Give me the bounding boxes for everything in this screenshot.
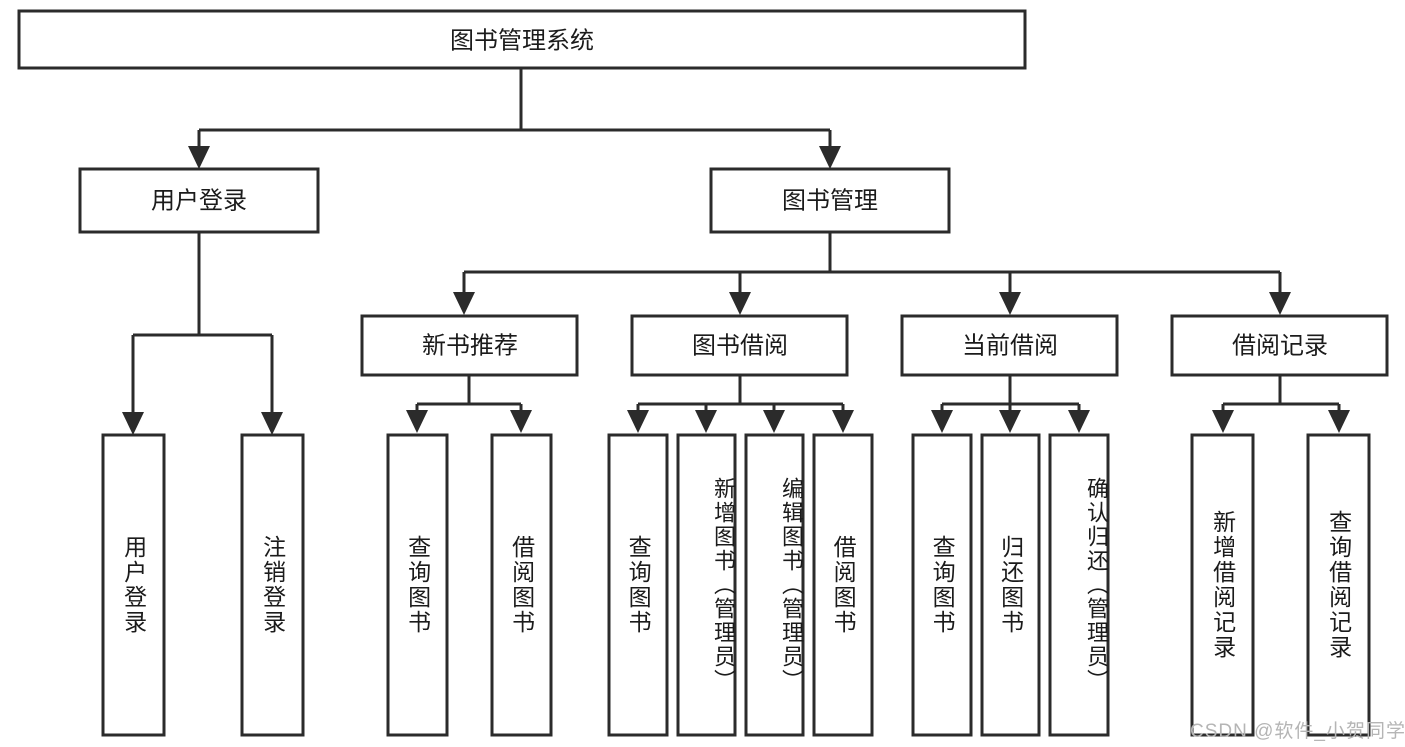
node-leaf-return-book[interactable] — [980, 433, 1041, 737]
node-layer: 图书管理系统 用户登录 图书管理 新书推荐 图书借阅 当前借阅 借阅记录 — [17, 9, 1389, 737]
node-leaf-logout[interactable] — [240, 433, 305, 737]
node-leaf-query-record[interactable] — [1306, 433, 1371, 737]
arrowhead-leaf-add-book — [695, 410, 717, 433]
arrowhead-leaf-add-record — [1212, 410, 1234, 433]
node-book-manage[interactable] — [709, 167, 951, 234]
node-leaf-borrow-book-1[interactable] — [490, 433, 553, 737]
arrowhead-current-borrow — [999, 292, 1021, 315]
node-root-label: 图书管理系统 — [450, 28, 594, 55]
node-book-borrow[interactable] — [630, 314, 849, 377]
arrowhead-leaf-query-book-1 — [406, 410, 428, 433]
node-borrow-record-label: 借阅记录 — [1232, 333, 1328, 360]
node-new-book-rec-label: 新书推荐 — [422, 333, 518, 360]
node-root[interactable] — [17, 9, 1027, 70]
node-user-login-label: 用户登录 — [151, 188, 247, 215]
arrowhead-leaf-borrow-book-1 — [510, 410, 532, 433]
node-leaf-user-login[interactable] — [101, 433, 166, 737]
arrowhead-leaf-query-book-3 — [931, 410, 953, 433]
arrowhead-book-manage — [819, 146, 841, 169]
arrowhead-borrow-record — [1269, 292, 1291, 315]
node-borrow-record[interactable] — [1170, 314, 1389, 377]
node-leaf-query-book-2[interactable] — [607, 433, 669, 737]
node-leaf-query-book-3[interactable] — [911, 433, 973, 737]
arrowhead-leaf-user-login — [122, 412, 144, 435]
node-leaf-confirm-return[interactable] — [1048, 433, 1110, 737]
arrowhead-leaf-edit-book — [763, 410, 785, 433]
arrowhead-new-book-rec — [453, 292, 475, 315]
arrowhead-user-login — [188, 146, 210, 169]
node-new-book-rec[interactable] — [360, 314, 579, 377]
arrowhead-leaf-query-book-2 — [627, 410, 649, 433]
node-leaf-add-record[interactable] — [1190, 433, 1255, 737]
node-user-login[interactable] — [78, 167, 320, 234]
arrowhead-leaf-logout — [261, 412, 283, 435]
node-leaf-borrow-book-2[interactable] — [812, 433, 874, 737]
node-book-borrow-label: 图书借阅 — [692, 333, 788, 360]
csdn-watermark: CSDN @软件_小贺同学 — [1190, 721, 1405, 742]
arrowhead-leaf-return-book — [999, 410, 1021, 433]
arrowhead-book-borrow — [729, 292, 751, 315]
node-leaf-query-book-1[interactable] — [386, 433, 449, 737]
arrowhead-leaf-query-record — [1328, 410, 1350, 433]
connector-layer — [122, 68, 1350, 435]
node-current-borrow-label: 当前借阅 — [962, 333, 1058, 360]
node-leaf-edit-book[interactable] — [744, 433, 805, 737]
node-leaf-add-book[interactable] — [676, 433, 737, 737]
arrowhead-leaf-borrow-book-2 — [832, 410, 854, 433]
node-current-borrow[interactable] — [900, 314, 1119, 377]
node-book-manage-label: 图书管理 — [782, 188, 878, 215]
arrowhead-leaf-confirm-return — [1068, 410, 1090, 433]
